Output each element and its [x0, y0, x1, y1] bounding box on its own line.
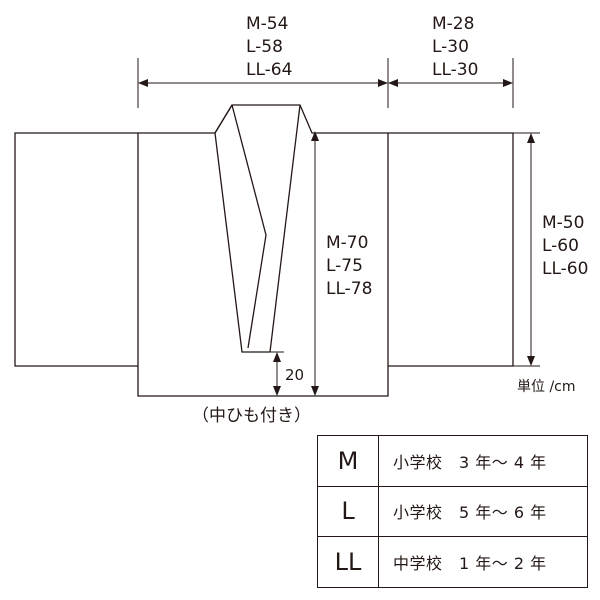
collar-band	[269, 104, 301, 353]
size-label: LL	[317, 536, 379, 588]
garment-outline	[14, 104, 514, 397]
dimension-body-width: M-54 L-58 LL-64	[137, 14, 389, 108]
dimension-tie-position: 20	[270, 351, 304, 396]
collar-outer	[214, 104, 270, 353]
collar-inner	[231, 104, 267, 349]
unit-label: 単位 /cm	[517, 379, 576, 395]
tie-note: （中ひも付き）	[192, 406, 311, 426]
body-width-m: M-54	[246, 14, 288, 34]
sleeve-width-ll: LL-30	[432, 60, 478, 80]
sleeve-length-m: M-50	[542, 213, 584, 233]
body-length-m: M-70	[326, 233, 368, 253]
size-description: 小学校 5 年～ 6 年	[378, 485, 588, 538]
dimension-sleeve-length: M-50 L-60 LL-60	[513, 132, 588, 367]
body-length-l: L-75	[326, 256, 363, 276]
table-row: LL 中学校 1 年～ 2 年	[317, 536, 588, 588]
size-label: M	[317, 435, 379, 487]
dimension-sleeve-width: M-28 L-30 LL-30	[388, 14, 514, 108]
size-description: 小学校 3 年～ 4 年	[378, 435, 588, 487]
sleeve-length-l: L-60	[542, 236, 579, 256]
size-description: 中学校 1 年～ 2 年	[378, 536, 588, 588]
sleeve-width-l: L-30	[432, 37, 469, 57]
size-label: L	[317, 485, 379, 538]
body-width-ll: LL-64	[246, 60, 292, 80]
left-sleeve	[14, 132, 138, 367]
table-row: M 小学校 3 年～ 4 年	[317, 435, 588, 487]
sleeve-length-ll: LL-60	[542, 259, 588, 279]
table-row: L 小学校 5 年～ 6 年	[317, 485, 588, 538]
size-table: M 小学校 3 年～ 4 年 L 小学校 5 年～ 6 年 LL 中学校 1 年…	[317, 435, 588, 588]
sleeve-width-m: M-28	[432, 14, 474, 34]
body-width-l: L-58	[246, 37, 283, 57]
right-sleeve	[388, 132, 514, 367]
body-length-ll: LL-78	[326, 279, 372, 299]
dimension-body-length: M-70 L-75 LL-78	[311, 131, 372, 396]
tie-position-value: 20	[285, 366, 304, 384]
